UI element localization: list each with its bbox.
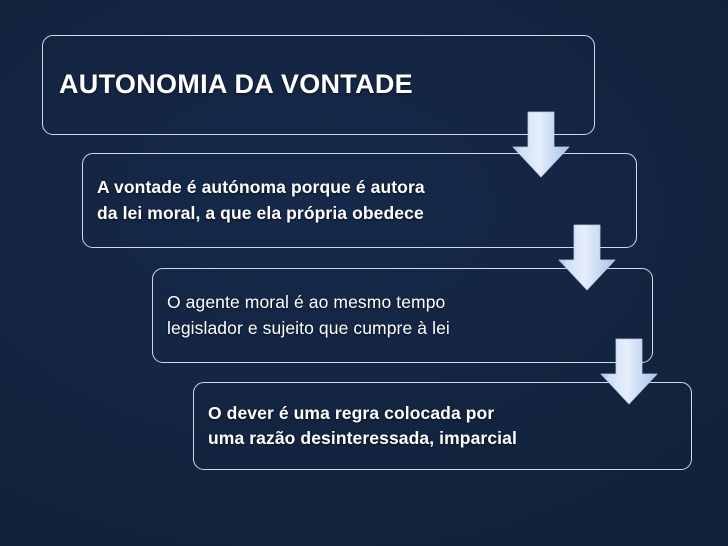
diagram-node-step1[interactable]: A vontade é autónoma porque é autora da …	[82, 153, 637, 248]
diagram-node-step2[interactable]: O agente moral é ao mesmo tempo legislad…	[152, 268, 653, 363]
arrow-down-icon	[510, 111, 572, 179]
arrow-down-icon	[556, 224, 618, 292]
diagram-node-step1-label: A vontade é autónoma porque é autora da …	[97, 177, 425, 223]
diagram-node-title-label: AUTONOMIA DA VONTADE	[59, 69, 413, 100]
diagram-node-step3-label: O dever é uma regra colocada por uma raz…	[208, 402, 517, 448]
diagram-node-step2-label: O agente moral é ao mesmo tempo legislad…	[167, 292, 450, 338]
diagram-node-title[interactable]: AUTONOMIA DA VONTADE	[42, 35, 595, 135]
arrow-down-icon	[598, 338, 660, 406]
diagram-node-step3[interactable]: O dever é uma regra colocada por uma raz…	[193, 382, 692, 470]
